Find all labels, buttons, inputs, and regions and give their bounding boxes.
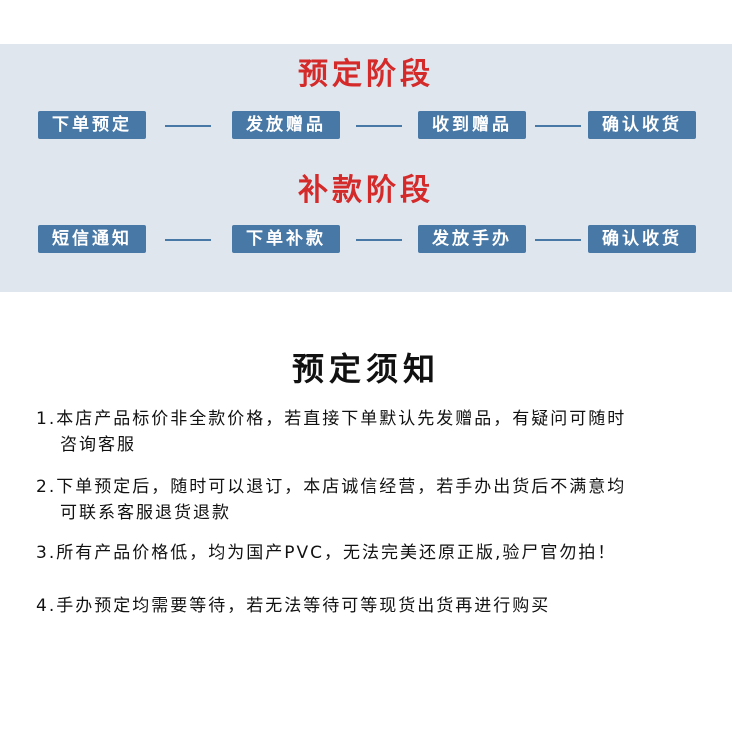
connector-line <box>535 239 581 241</box>
step-place-preorder: 下单预定 <box>38 111 146 139</box>
notice-item-line: 3.所有产品价格低，均为国产PVC，无法完美还原正版,验尸官勿拍！ <box>36 543 617 563</box>
step-receive-gift: 收到赠品 <box>418 111 526 139</box>
stage-title-preorder: 预定阶段 <box>298 57 434 92</box>
step-sms-notice: 短信通知 <box>38 225 146 253</box>
step-pay-balance: 下单补款 <box>232 225 340 253</box>
step-confirm-receipt: 确认收货 <box>588 225 696 253</box>
step-confirm-receipt: 确认收货 <box>588 111 696 139</box>
step-row-balance: 短信通知 下单补款 发放手办 确认收货 <box>0 225 732 255</box>
connector-line <box>165 125 211 127</box>
notice-title: 预定须知 <box>291 350 440 388</box>
notice-item-line: 1.本店产品标价非全款价格，若直接下单默认先发赠品，有疑问可随时 <box>36 409 627 429</box>
connector-line <box>356 239 402 241</box>
step-issue-gift: 发放赠品 <box>232 111 340 139</box>
connector-line <box>356 125 402 127</box>
notice-item-line: 4.手办预定均需要等待，若无法等待可等现货出货再进行购买 <box>36 596 551 616</box>
notice-item: 1.本店产品标价非全款价格，若直接下单默认先发赠品，有疑问可随时 咨询客服 <box>36 406 712 458</box>
notice-item-line: 咨询客服 <box>60 435 136 455</box>
notice-item: 4.手办预定均需要等待，若无法等待可等现货出货再进行购买 <box>36 593 712 619</box>
notice-item-line: 2.下单预定后，随时可以退订，本店诚信经营，若手办出货后不满意均 <box>36 477 627 497</box>
connector-line <box>165 239 211 241</box>
notice-item: 3.所有产品价格低，均为国产PVC，无法完美还原正版,验尸官勿拍！ <box>36 540 712 566</box>
connector-line <box>535 125 581 127</box>
notice-item: 2.下单预定后，随时可以退订，本店诚信经营，若手办出货后不满意均 可联系客服退货… <box>36 474 712 526</box>
step-row-preorder: 下单预定 发放赠品 收到赠品 确认收货 <box>0 111 732 141</box>
step-ship-figure: 发放手办 <box>418 225 526 253</box>
notice-item-line: 可联系客服退货退款 <box>60 503 231 523</box>
stage-title-balance: 补款阶段 <box>298 173 434 208</box>
